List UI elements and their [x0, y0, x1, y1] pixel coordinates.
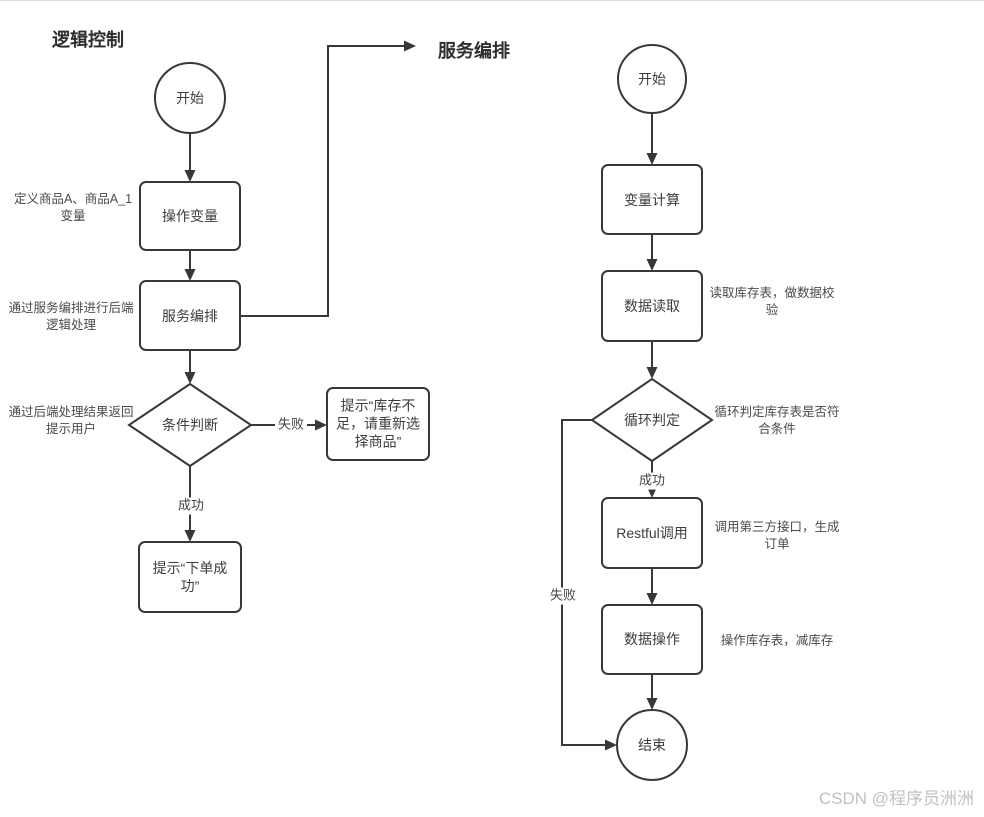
right-start-label: 开始 — [638, 70, 666, 87]
right-edge-label-success: 成功 — [635, 472, 669, 490]
left-fail-box — [326, 387, 430, 461]
right-annotation-decision: 循环判定库存表是否符 合条件 — [714, 405, 840, 436]
left-annotation-decision: 通过后端处理结果返回 提示用户 — [8, 405, 134, 436]
left-step1-label: 操作变量 — [162, 207, 218, 224]
arrowhead-icon — [646, 153, 658, 165]
right-annotation-step3: 调用第三方接口，生成 订单 — [714, 520, 840, 551]
left-edge-label-fail: 失败 — [274, 416, 308, 434]
arrowhead-icon — [646, 367, 658, 379]
right-annotation-step4: 操作库存表，减库存 — [720, 633, 834, 648]
left-start-label: 开始 — [176, 89, 204, 106]
right-end-label: 结束 — [638, 736, 666, 753]
arrowhead-icon — [605, 739, 617, 751]
left-success-box-label: 提示“下单成 功” — [152, 559, 228, 594]
left-step2-label: 服务编排 — [162, 307, 218, 324]
right-flow-title: 服务编排 — [438, 41, 510, 61]
left-decision-label: 条件判断 — [162, 416, 218, 433]
left-annotation-step1: 定义商品A、商品A_1 变量 — [13, 192, 133, 223]
arrowhead-icon — [184, 170, 196, 182]
arrowhead-icon — [404, 40, 416, 52]
left-annotation-step2: 通过服务编排进行后端 逻辑处理 — [8, 301, 134, 332]
right-edge-label-fail: 失败 — [546, 587, 580, 605]
left-flow-title: 逻辑控制 — [52, 30, 124, 50]
arrowhead-icon — [315, 419, 327, 431]
left-connector-to-right-flow — [240, 45, 404, 317]
arrowhead-icon — [646, 593, 658, 605]
right-step1-label: 变量计算 — [624, 191, 680, 208]
arrowhead-icon — [646, 259, 658, 271]
left-success-box — [138, 541, 242, 613]
right-connector-fail-loop — [561, 419, 605, 746]
csdn-watermark: CSDN @程序员洲洲 — [818, 789, 974, 808]
arrowhead-icon — [184, 530, 196, 542]
right-annotation-step2: 读取库存表，做数据校 验 — [709, 286, 835, 317]
left-fail-box-label: 提示“库存不 足，请重新选 择商品” — [336, 397, 420, 451]
arrowhead-icon — [646, 698, 658, 710]
right-decision-label: 循环判定 — [624, 411, 680, 428]
arrowhead-icon — [184, 372, 196, 384]
right-step2-label: 数据读取 — [624, 297, 680, 314]
left-edge-label-success: 成功 — [174, 497, 208, 515]
arrowhead-icon — [184, 269, 196, 281]
right-step3-label: Restful调用 — [616, 524, 688, 541]
right-step4-label: 数据操作 — [624, 630, 680, 647]
